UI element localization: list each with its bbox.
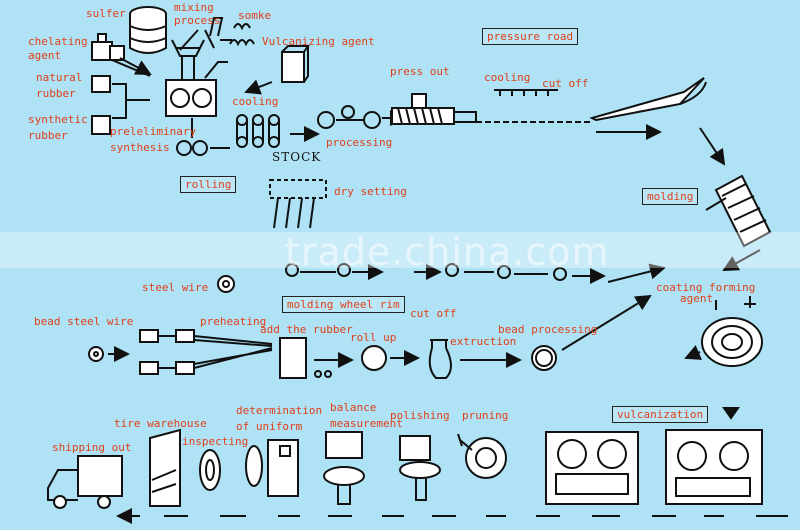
balance-machine-icon <box>323 431 365 505</box>
label-vulcanizing-agent: Vulcanizing agent <box>262 35 375 48</box>
label-chelating: chelating <box>28 35 88 48</box>
label-somke: somke <box>238 9 272 22</box>
label-cut-off-top: cut off <box>542 77 589 90</box>
label-natural-rubber: rubber <box>36 87 76 100</box>
label-processing: processing <box>326 136 393 149</box>
label-dry-setting: dry setting <box>334 185 407 198</box>
tire-warehouse-icon <box>149 428 181 507</box>
label-coating-forming: coating forming <box>656 281 756 294</box>
molding-wheel-rim-row-icon <box>285 264 604 280</box>
chelating-agent-bottle-icon <box>91 33 125 61</box>
label-shipping-out: shipping out <box>52 441 132 454</box>
label-molding-wheel-rim: molding wheel rim <box>282 296 405 313</box>
bead-ring-icon <box>531 345 557 371</box>
label-sulfer: sulfer <box>86 7 126 20</box>
steel-wire-spool-icon <box>217 275 235 293</box>
cut-off-extruction-icon <box>428 339 452 379</box>
label-rolling: rolling <box>180 176 237 193</box>
coated-green-tire-icon <box>701 296 763 367</box>
natural-rubber-box-icon <box>91 75 111 93</box>
label-balance: balance <box>330 401 377 414</box>
vulcanizing-agent-box-icon <box>281 45 310 83</box>
label-determination: determination <box>236 404 323 417</box>
label-roll-up: roll up <box>350 331 397 344</box>
label-pruning: pruning <box>462 409 509 422</box>
polishing-machine-icon <box>399 435 441 501</box>
label-molding: molding <box>642 188 699 205</box>
add-rubber-machine-icon <box>279 337 332 379</box>
label-vulcanization: vulcanization <box>612 406 709 423</box>
label-bead-steel-wire: bead steel wire <box>34 315 134 328</box>
pruning-tire-icon <box>457 433 507 479</box>
label-cooling-mid: cooling <box>232 95 279 108</box>
watermark: trade.china.com <box>285 230 610 274</box>
label-bead-processing: bead processing <box>498 323 598 336</box>
watermark-band <box>0 232 800 268</box>
label-synthetic: synthetic <box>28 113 88 126</box>
cooling-festoon-icon <box>236 114 280 148</box>
label-process: process <box>174 14 221 27</box>
label-inspecting: inspecting <box>182 435 249 448</box>
label-tire-warehouse: tire warehouse <box>114 417 207 430</box>
label-coating-agent: agent <box>680 292 714 305</box>
label-preliminary: preleliminary <box>110 125 197 138</box>
shipping-truck-icon <box>47 455 123 509</box>
bead-wire-reel-icon <box>88 346 104 362</box>
vulcanization-press-icon <box>545 407 763 505</box>
label-of-uniform: of uniform <box>236 420 303 433</box>
label-agent: agent <box>28 49 62 62</box>
label-add-the-rubber: add the rubber <box>260 323 353 336</box>
label-measurement: measurement <box>330 417 403 430</box>
processing-rollers-icon <box>317 105 381 129</box>
label-synthesis: synthesis <box>110 141 170 154</box>
inspecting-tire-icon <box>199 449 221 491</box>
label-steel-wire: steel wire <box>142 281 209 294</box>
label-cooling-top: cooling <box>484 71 531 84</box>
label-polishing: polishing <box>390 409 450 422</box>
label-press-out: press out <box>390 65 450 78</box>
synthetic-rubber-box-icon <box>91 115 111 135</box>
label-synthetic-rubber: rubber <box>28 129 68 142</box>
mixing-machine-icon <box>165 17 232 117</box>
label-cut-off-mid: cut off <box>410 307 457 320</box>
label-pressure-road: pressure road <box>482 28 579 45</box>
extruder-icon <box>391 93 477 125</box>
uniformity-machine-icon <box>245 439 299 497</box>
label-mixing: mixing <box>174 1 214 14</box>
smoke-coil-icon <box>229 23 255 47</box>
label-stock: STOCK <box>272 150 322 164</box>
label-extruction: extruction <box>450 335 517 348</box>
label-preheating: preheating <box>200 315 267 328</box>
label-natural: natural <box>36 71 83 84</box>
cooling-conveyor-icon <box>494 89 558 96</box>
sulfer-drum-icon <box>129 6 167 54</box>
cut-off-blade-icon <box>589 77 707 122</box>
molding-tire-stack-icon <box>705 174 772 248</box>
rolling-bin-icon <box>269 179 327 229</box>
roll-up-ring-icon <box>361 345 387 371</box>
bead-wire-spools-icon <box>139 329 273 375</box>
preliminary-synthesis-rollers-icon <box>176 140 208 156</box>
